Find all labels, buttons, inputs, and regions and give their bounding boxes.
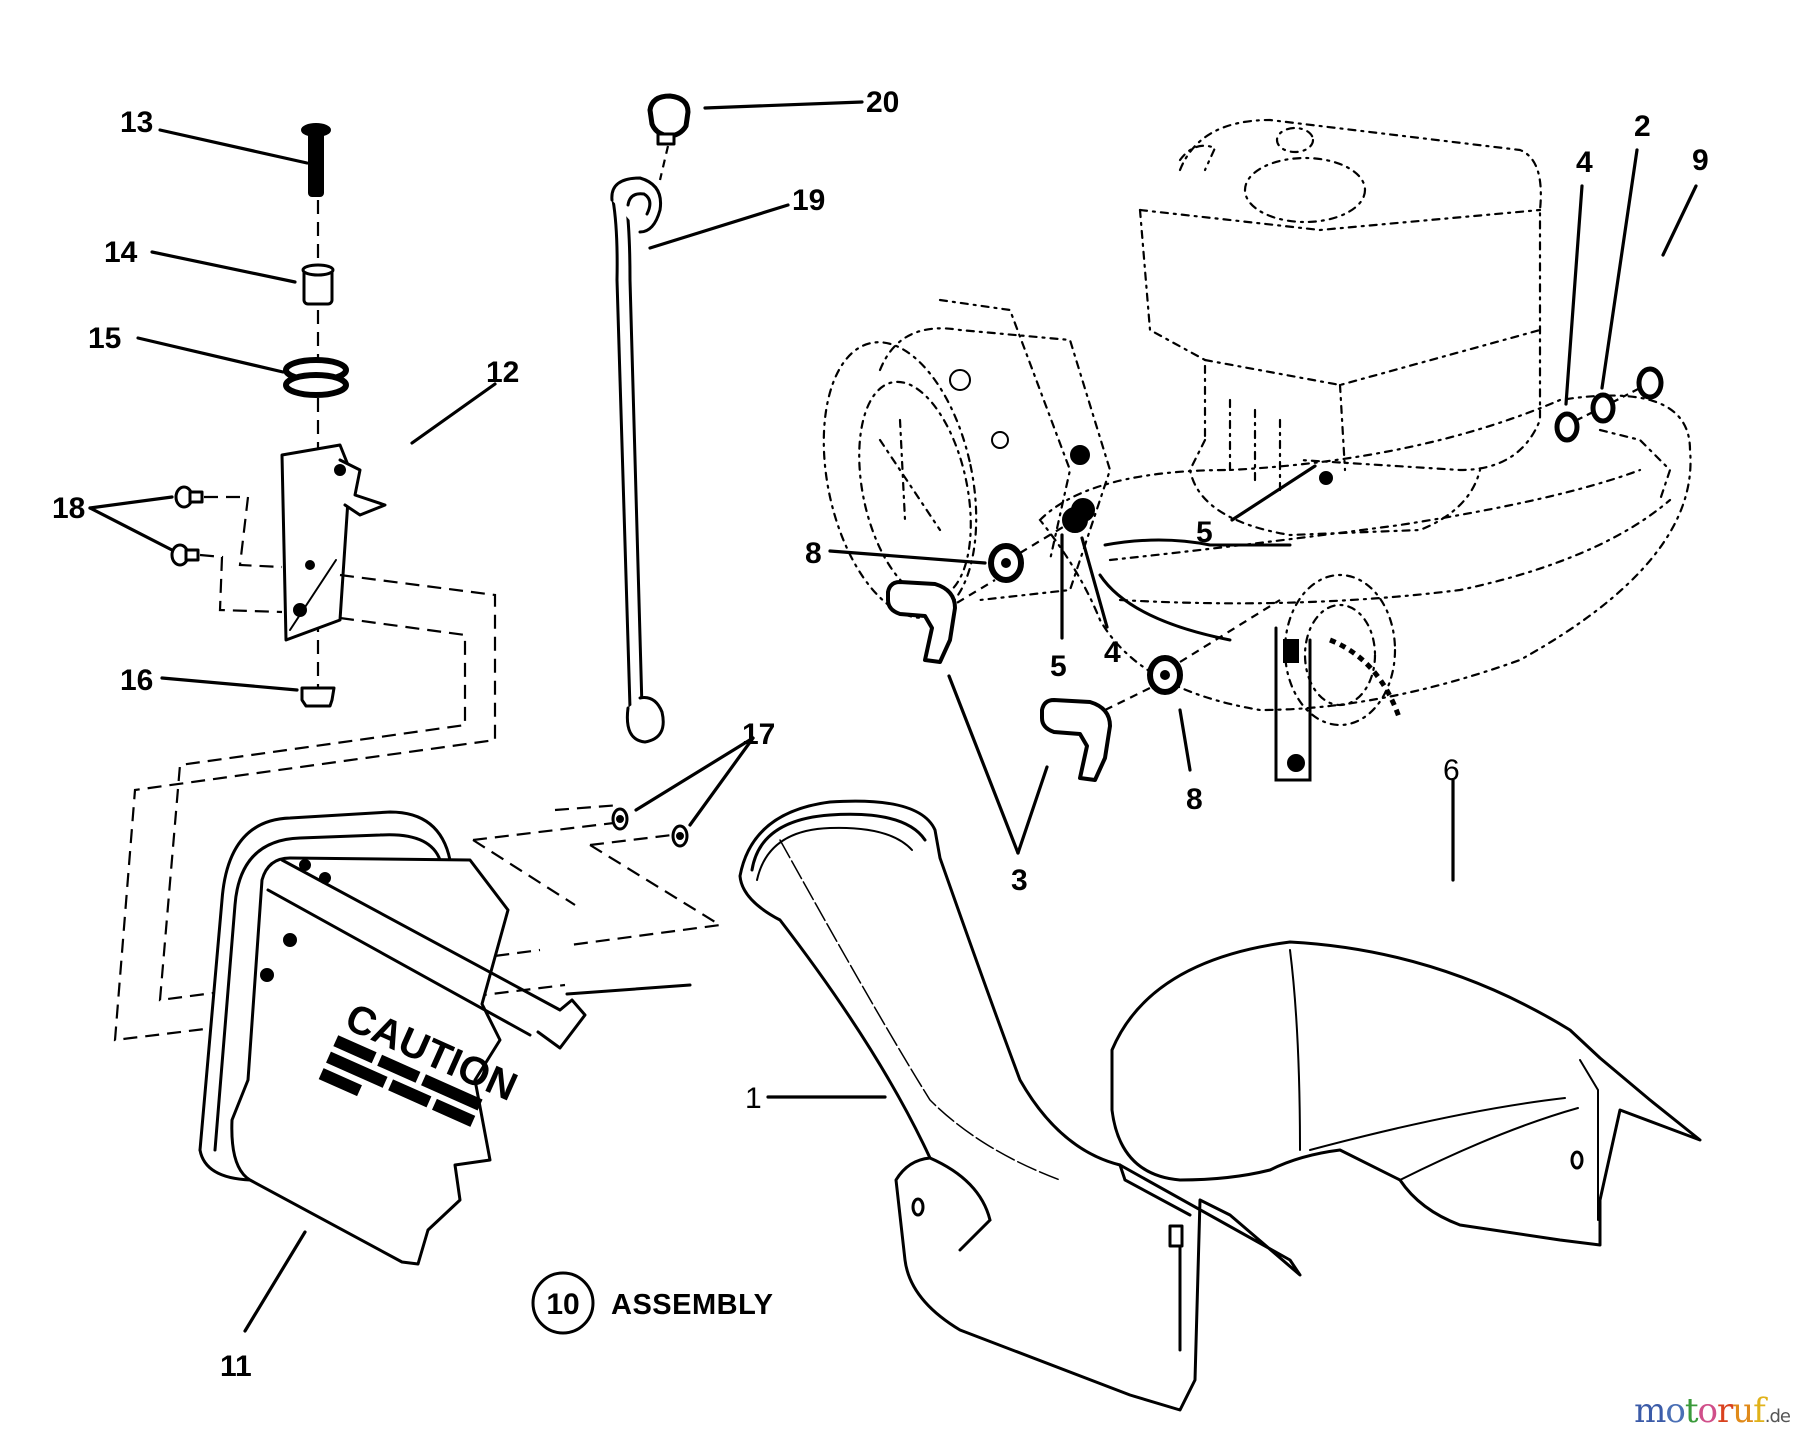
watermark-letter: u bbox=[1732, 1391, 1754, 1431]
part-1-discharge-chute bbox=[738, 799, 1302, 1412]
part-19-rod bbox=[610, 145, 670, 744]
assembly-label: 10 ASSEMBLY bbox=[531, 1271, 773, 1335]
part-17-washers bbox=[611, 807, 689, 848]
callout-16: 16 bbox=[120, 664, 153, 697]
callout-18: 18 bbox=[52, 492, 85, 525]
hardware-right bbox=[886, 366, 1664, 782]
part-16-nut bbox=[300, 686, 336, 708]
part-12-bracket bbox=[280, 443, 387, 642]
assembly-number: 10 bbox=[546, 1288, 579, 1321]
leader-lines bbox=[88, 100, 1698, 1333]
assembly-number-circle bbox=[531, 1271, 595, 1335]
callout-6: 6 bbox=[1443, 754, 1460, 787]
mower-body-phantom bbox=[822, 118, 1692, 782]
pivot-bracket-group bbox=[170, 123, 387, 708]
watermark-letters: motoruf bbox=[1634, 1391, 1766, 1431]
watermark-letter: m bbox=[1634, 1391, 1666, 1431]
callout-5-deck: 5 bbox=[1196, 516, 1213, 549]
part-6-deflector bbox=[1110, 940, 1702, 1247]
callout-13: 13 bbox=[120, 106, 153, 139]
part-15-pulley bbox=[283, 357, 349, 398]
callout-8-lower: 8 bbox=[1186, 783, 1203, 816]
part-11-bag-frame: CAUTION bbox=[198, 810, 692, 1266]
callout-4-top: 4 bbox=[1576, 146, 1593, 179]
callout-5-lower: 5 bbox=[1050, 650, 1067, 683]
callouts: 13 14 15 12 18 16 20 19 4 2 9 8 5 4 5 8 … bbox=[52, 86, 1709, 1383]
watermark-letter: r bbox=[1717, 1391, 1733, 1431]
watermark-logo: motoruf.de bbox=[1634, 1391, 1791, 1431]
callout-3: 3 bbox=[1011, 864, 1028, 897]
callout-19: 19 bbox=[792, 184, 825, 217]
callout-12: 12 bbox=[486, 356, 519, 389]
part-14-bushing bbox=[301, 263, 335, 306]
watermark-letter: f bbox=[1753, 1391, 1766, 1431]
callout-15: 15 bbox=[88, 322, 121, 355]
callout-4-lower: 4 bbox=[1104, 636, 1121, 669]
watermark-letter: o bbox=[1697, 1391, 1719, 1431]
part-3-wing-nut-lower bbox=[1040, 698, 1112, 782]
part-20-knob bbox=[647, 93, 691, 146]
callout-17: 17 bbox=[742, 718, 775, 751]
part-13-bolt bbox=[301, 123, 331, 197]
callout-2: 2 bbox=[1634, 110, 1651, 143]
callout-14: 14 bbox=[104, 236, 138, 269]
watermark-suffix: .de bbox=[1764, 1406, 1791, 1427]
assembly-text: ASSEMBLY bbox=[611, 1289, 773, 1321]
callout-20: 20 bbox=[866, 86, 899, 119]
callout-11: 11 bbox=[220, 1350, 252, 1383]
part-18-screws bbox=[170, 485, 283, 614]
callout-9: 9 bbox=[1692, 144, 1709, 177]
callout-1: 1 bbox=[745, 1082, 762, 1115]
watermark-letter: o bbox=[1665, 1391, 1686, 1431]
part-3-wing-nut-upper bbox=[886, 580, 957, 664]
watermark-letter: t bbox=[1684, 1391, 1699, 1431]
callout-8-upper: 8 bbox=[805, 537, 822, 570]
